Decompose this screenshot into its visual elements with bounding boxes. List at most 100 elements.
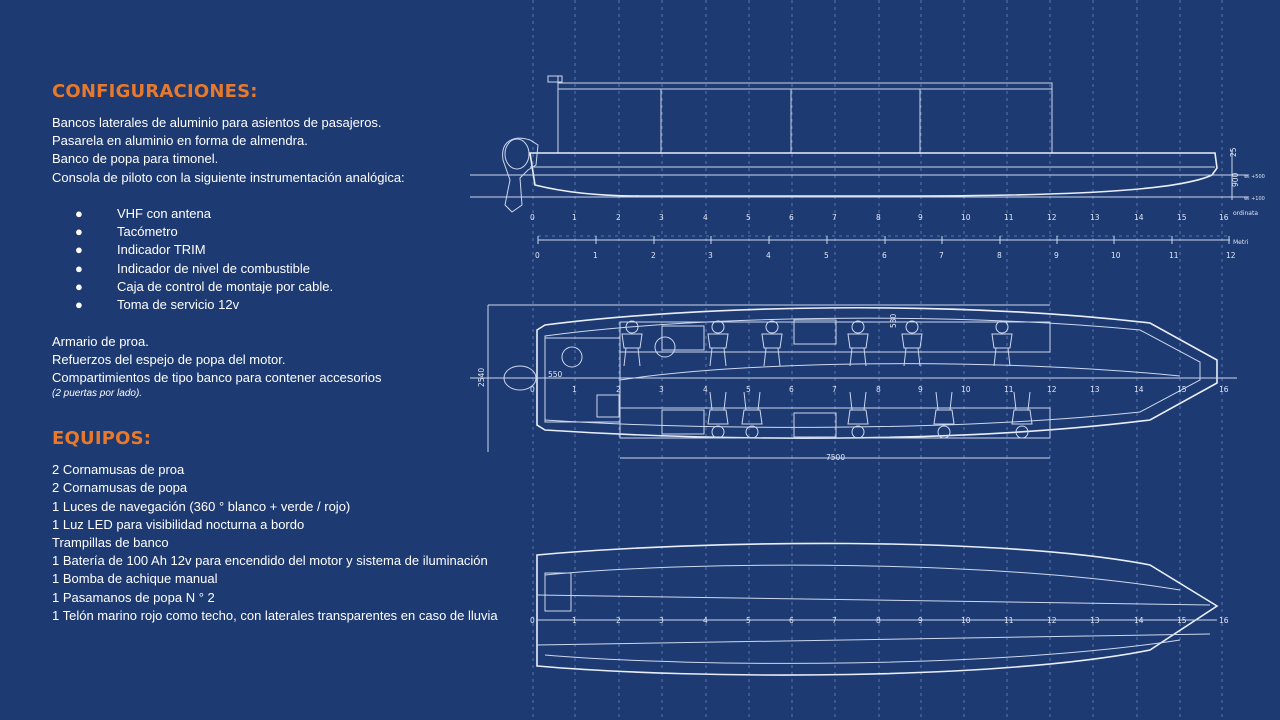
ordinate-number: 13 (1090, 385, 1100, 394)
metric-number: 1 (593, 251, 598, 260)
ordinate-number: 14 (1134, 213, 1144, 222)
ordinate-number: 14 (1134, 616, 1144, 625)
ordinate-number: 12 (1047, 385, 1057, 394)
config-note: (2 puertas por lado). (52, 388, 143, 400)
metric-number: 12 (1226, 251, 1236, 260)
ordinate-number: 8 (876, 213, 881, 222)
starboard-bench (619, 407, 1051, 439)
ordinate-number: 7 (832, 213, 837, 222)
config-line: Armario de proa. (52, 333, 149, 349)
config-line: Banco de popa para timonel. (52, 151, 219, 167)
bullet-icon: ● (75, 297, 83, 313)
hull-lines-view (536, 542, 1219, 676)
dim-beam: 2540 (477, 368, 486, 387)
deck-plan-view: 2540 550 530 7500 (470, 304, 1237, 462)
dim-900: 900 (1231, 172, 1240, 187)
ordinate-number: 6 (789, 213, 794, 222)
outboard-motor-icon (502, 137, 539, 213)
ordinate-number: 13 (1090, 616, 1100, 625)
ordinate-number: 15 (1177, 385, 1187, 394)
equipos-item: 2 Cornamusas de proa (52, 462, 185, 478)
ordinate-number: 2 (616, 385, 621, 394)
metric-number: 9 (1054, 251, 1059, 260)
ordinate-number: 16 (1219, 385, 1229, 394)
metric-number: 2 (651, 251, 656, 260)
hull-deck-outline (536, 306, 1218, 439)
instrumentos-list: ●VHF con antena ●Tacómetro ●Indicador TR… (52, 205, 492, 315)
passenger-icon (707, 320, 729, 367)
ordinate-number: 7 (832, 385, 837, 394)
dim-530: 530 (889, 313, 898, 328)
metric-number: 4 (766, 251, 771, 260)
ordinate-number: 8 (876, 616, 881, 625)
port-bench (619, 321, 1051, 353)
ordinate-number: 15 (1177, 616, 1187, 625)
equipos-list: 2 Cornamusas de proa 2 Cornamusas de pop… (52, 461, 498, 625)
spec-text-column: CONFIGURACIONES: Bancos laterales de alu… (52, 80, 498, 625)
transom-box (544, 572, 572, 612)
bullet-icon: ● (75, 242, 83, 258)
ordinate-number: 4 (703, 385, 708, 394)
bullet-icon: ● (75, 205, 83, 221)
ordinate-number: 1 (572, 616, 577, 625)
equipos-item: 1 Luz LED para visibilidad nocturna a bo… (52, 516, 305, 532)
dim-550: 550 (548, 370, 563, 379)
ordinate-number: 10 (961, 213, 971, 222)
config-line: Pasarela en aluminio en forma de almendr… (52, 133, 308, 149)
dim-25: 25 (1229, 147, 1238, 157)
passenger-icon (847, 391, 869, 439)
metric-number: 10 (1111, 251, 1121, 260)
config-line: Bancos laterales de aluminio para asient… (52, 115, 382, 130)
ordinate-number: 0 (530, 385, 535, 394)
ordinate-number: 9 (918, 616, 923, 625)
helm-seat-icon (654, 336, 676, 358)
config-line: Compartimientos de tipo banco para conte… (52, 370, 382, 385)
bullet-icon: ● (75, 279, 83, 294)
equipos-item: 1 Luces de navegación (360 ° blanco + ve… (52, 498, 351, 514)
nav-light-icon (547, 75, 563, 83)
bullet-icon: ● (75, 224, 83, 240)
ordinate-number: 5 (746, 385, 751, 394)
ordinate-number: 0 (530, 213, 535, 222)
ordinate-number: 11 (1004, 385, 1014, 394)
metric-ruler: Metri (538, 235, 1249, 246)
hull-profile (529, 152, 1218, 197)
passenger-icon (761, 320, 783, 367)
list-item: ●VHF con antena (52, 205, 492, 223)
ordinate-number: 9 (918, 213, 923, 222)
ordinate-number: 2 (616, 616, 621, 625)
ordinate-number: 16 (1219, 213, 1229, 222)
configuraciones-extra: Armario de proa. Refuerzos del espejo de… (52, 333, 492, 402)
console-icon (596, 394, 620, 418)
configuraciones-intro: Bancos laterales de aluminio para asient… (52, 114, 492, 187)
ordinate-number: 14 (1134, 385, 1144, 394)
ordinate-number: 6 (789, 385, 794, 394)
metri-label: Metri (1233, 239, 1249, 246)
ordinata-label: ordinata (1233, 210, 1258, 217)
equipos-heading: EQUIPOS: (52, 428, 152, 450)
ordinate-number: 13 (1090, 213, 1100, 222)
passenger-icon (1011, 391, 1033, 439)
passenger-icon (901, 320, 923, 367)
ordinate-number: 5 (746, 616, 751, 625)
metric-number: 0 (535, 251, 540, 260)
metric-number: 8 (997, 251, 1002, 260)
metric-number: 6 (882, 251, 887, 260)
equipos-item: 1 Telón marino rojo como techo, con late… (52, 607, 498, 623)
ordinate-number: 9 (918, 385, 923, 394)
ordinate-number: 11 (1004, 213, 1014, 222)
list-item: ●Indicador TRIM (52, 241, 492, 259)
ordinate-number: 4 (703, 616, 708, 625)
ordinate-number: 12 (1047, 616, 1057, 625)
station-lines (532, 0, 1223, 720)
config-line: Consola de piloto con la siguiente instr… (52, 169, 405, 185)
metric-number: 3 (708, 251, 713, 260)
list-item: ●Caja de control de montaje por cable. (52, 278, 492, 296)
passenger-figures (621, 320, 1033, 439)
passenger-icon (741, 391, 763, 439)
ordinate-number: 12 (1047, 213, 1057, 222)
